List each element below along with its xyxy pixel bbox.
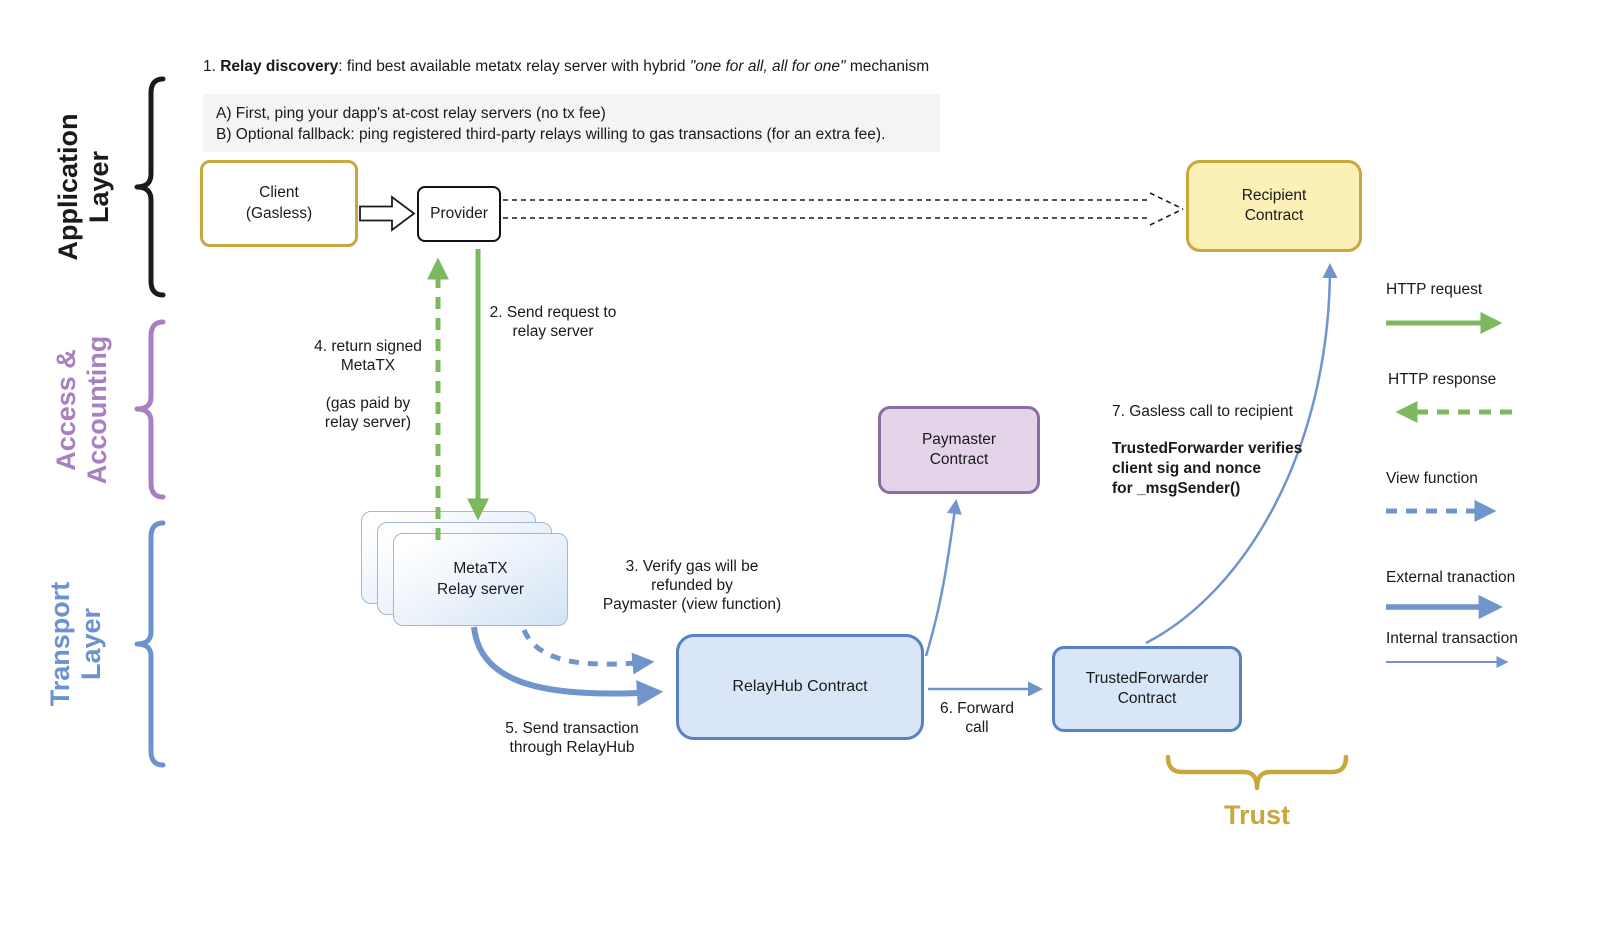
step1-italic: "one for all, all for one" <box>689 58 846 75</box>
arrow-step3-view-function <box>521 628 655 675</box>
provider-recipient-dashed-arrow <box>503 192 1184 226</box>
option-a-text: A) First, ping your dapp's at-cost relay… <box>216 105 606 122</box>
legend-label-http-request: HTTP request <box>1386 281 1483 298</box>
step1-mid: : find best available metatx relay serve… <box>338 58 690 75</box>
step4-label: 4. return signed MetaTX (gas paid by rel… <box>314 338 422 431</box>
legend-label-internal-transaction: Internal transaction <box>1386 630 1518 647</box>
relay-options-box: A) First, ping your dapp's at-cost relay… <box>203 94 940 152</box>
step7-label: 7. Gasless call to recipient <box>1112 403 1293 420</box>
node-trustedforwarder-contract: TrustedForwarder Contract <box>1052 646 1242 732</box>
arrow-relayhub-paymaster <box>924 499 962 657</box>
node-metatx-relay-server: MetaTX Relay server <box>393 533 568 626</box>
step1-bold: Relay discovery <box>220 58 339 75</box>
application-layer-label: Application Layer <box>53 113 114 261</box>
legend-label-http-response: HTTP response <box>1388 371 1497 388</box>
node-recipient-contract: Recipient Contract <box>1186 160 1362 252</box>
step5-label: 5. Send transaction through RelayHub <box>505 720 639 756</box>
step3-label: 3. Verify gas will be refunded by Paymas… <box>602 558 782 613</box>
step1-suffix: mechanism <box>845 58 930 75</box>
transport-layer-brace <box>134 520 166 768</box>
node-relayhub-contract: RelayHub Contract <box>676 634 924 740</box>
arrow-step5-send-transaction <box>471 626 664 707</box>
node-provider: Provider <box>417 186 501 242</box>
step6-label: 6. Forward call <box>939 700 1015 736</box>
step1-prefix: 1. <box>203 58 221 75</box>
application-layer-brace <box>134 76 166 298</box>
client-provider-arrow <box>359 195 416 232</box>
legend-label-view-function: View function <box>1386 470 1478 487</box>
transport-layer-label: Transport Layer <box>45 581 106 707</box>
step2-label: 2. Send request to relay server <box>489 304 617 340</box>
step7-note-label: TrustedForwarder verifies client sig and… <box>1112 440 1303 497</box>
trust-label: Trust <box>1223 800 1290 830</box>
node-client: Client (Gasless) <box>200 160 358 247</box>
step1-text: 1. Relay discovery: find best available … <box>203 58 929 76</box>
access-layer-brace <box>134 319 166 500</box>
access-accounting-layer-label: Access & Accounting <box>51 335 112 485</box>
legend-label-external-transaction: External tranaction <box>1386 569 1516 586</box>
option-b-text: B) Optional fallback: ping registered th… <box>216 126 886 143</box>
node-paymaster-contract: Paymaster Contract <box>878 406 1040 494</box>
trust-brace <box>1165 754 1349 791</box>
